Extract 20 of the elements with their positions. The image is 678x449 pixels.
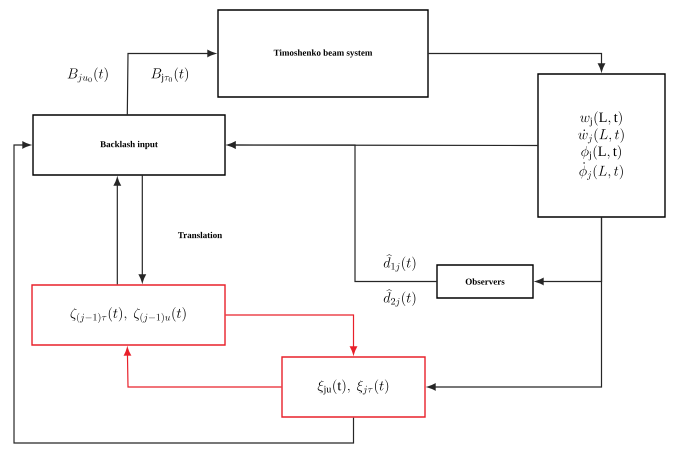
arrow (227, 141, 436, 282)
arrow (13, 141, 354, 444)
signal-label: $\widehat{d}_{1j}(t)$ (384, 254, 416, 272)
signal-label: $B_{ju_0}(t)$ (68, 68, 108, 83)
text-label: Translation (178, 232, 222, 238)
arrow (124, 347, 282, 388)
signal-label: $\widehat{d}_{2j}(t)$ (384, 289, 416, 307)
arrow (138, 176, 146, 283)
formula-box: $\xi_{\mathrm{ju}}(\mathrm{t}),\ \xi_{j\tau}(t)$ (281, 356, 426, 418)
formula-box: $\zeta_{(j-1)\tau}(t),\ \zeta_{(j-1)u}(t)$ (31, 284, 226, 346)
signal-label: $B_{\mathrm{j}\tau_0}(t)$ (151, 67, 188, 83)
arrow (427, 218, 602, 391)
arrow (126, 50, 216, 114)
formula-box: $w_{\mathrm{j}}(\mathrm{L,t})$ $\dot{w}_j(L,t)$ $\phi_{\mathrm{j}}(\mathrm{L,t})$ $\dot{\phi}_j(L,t)$ (537, 73, 666, 218)
process-box: Backlash input (32, 114, 226, 176)
arrow (114, 177, 121, 284)
arrow (428, 52, 606, 72)
arrow (226, 314, 358, 355)
process-box: Timoshenko beam system (217, 9, 429, 98)
process-box: Observers (436, 264, 534, 299)
